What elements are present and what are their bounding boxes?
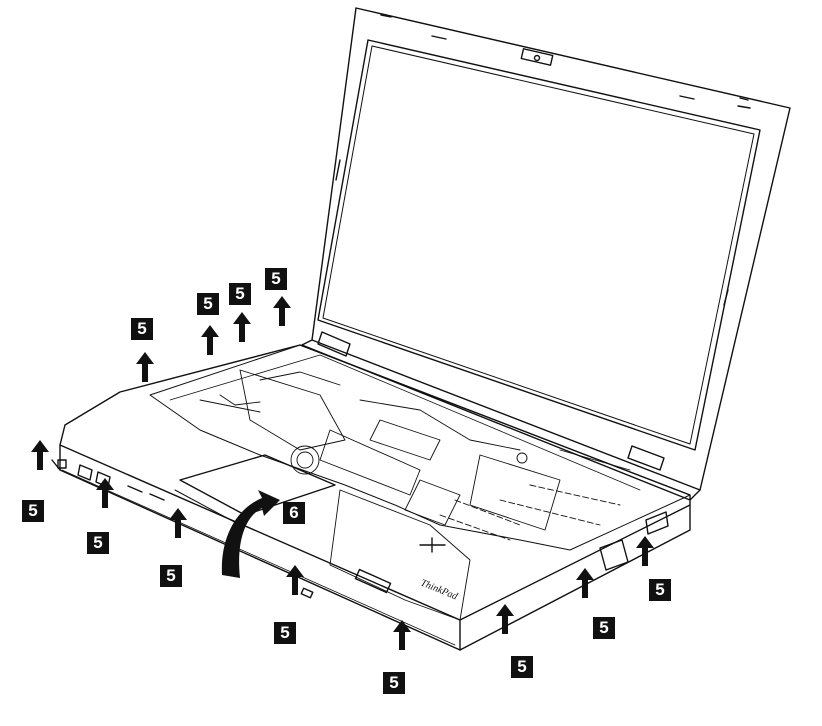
motherboard-area — [199, 369, 631, 541]
right-hinge — [627, 445, 665, 471]
callout-5: 5 — [229, 283, 251, 305]
callout-5: 5 — [87, 532, 109, 554]
callout-5: 5 — [593, 617, 615, 639]
callout-5: 5 — [197, 293, 219, 315]
touchpad — [179, 454, 336, 516]
left-hinge — [317, 331, 351, 357]
callout-5: 5 — [131, 318, 153, 340]
laptop-base — [51, 344, 691, 651]
display-lid — [301, 7, 791, 501]
callout-5: 5 — [511, 656, 533, 678]
callout-6: 6 — [283, 502, 305, 524]
brand-logo-text: ThinkPad — [419, 578, 460, 603]
lift-arrows — [31, 296, 654, 650]
callout-5: 5 — [649, 579, 671, 601]
callout-5: 5 — [274, 622, 296, 644]
callout-5: 5 — [265, 268, 287, 290]
callout-5: 5 — [383, 672, 405, 694]
callout-5: 5 — [160, 565, 182, 587]
callout-5: 5 — [22, 500, 44, 522]
